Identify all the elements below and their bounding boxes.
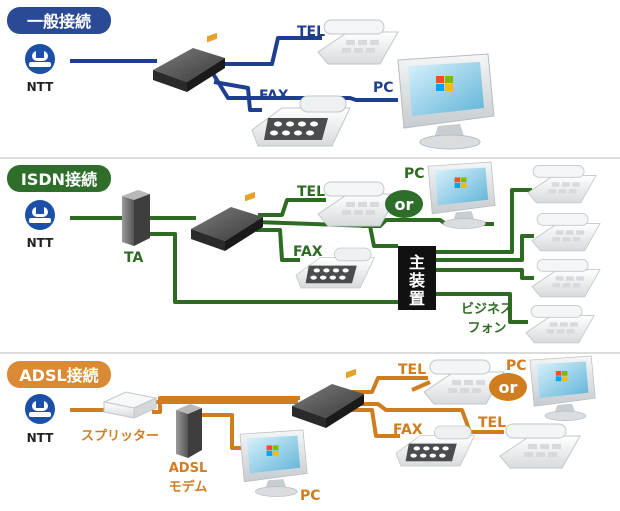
ntt-logo-icon [25,200,55,230]
fax-label-adsl: FAX [393,422,423,438]
or-label-isdn: or [395,195,414,214]
fax-icon [395,425,476,467]
telephone-icon [531,212,601,252]
main-unit-box [398,246,436,310]
fax-label-isdn: FAX [293,244,323,260]
section-title-isdn: ISDN接続 [21,170,97,189]
fax-icon [295,247,376,289]
business-phone-label-1: ビジネス [461,301,513,317]
ntt-logo-icon [25,44,55,74]
splitter-label: スプリッター [81,429,159,444]
telephone-icon [317,181,399,227]
pc-label-adsl-1: PC [300,488,321,504]
modem-icon [176,404,202,458]
ntt-logo-icon [25,394,55,424]
ntt-label-general: NTT [27,80,55,94]
modem-label-2: モデム [169,479,208,495]
pc-monitor-icon [529,355,596,421]
main-unit-label-1: 主 [409,253,425,272]
main-unit-label-2: 装 [408,271,425,290]
router-icon [292,368,364,428]
tel-label-general: TEL [297,24,325,40]
telephone-icon [499,423,581,469]
telephone-icon [423,359,505,405]
section-header-general: 一般接続 [7,7,111,34]
or-label-adsl: or [499,378,518,397]
splitter-icon [102,391,158,419]
ntt-label-isdn: NTT [27,236,55,250]
pc-monitor-icon [397,53,495,150]
pc-label-isdn: PC [404,166,425,182]
or-bubble-adsl: or [489,373,527,401]
tel-label-adsl-1: TEL [398,362,426,378]
pc-label-adsl-2: PC [506,358,527,374]
pc-monitor-icon [427,161,496,229]
section-title-general: 一般接続 [27,12,91,31]
main-unit-label-3: 置 [409,289,425,308]
telephone-icon [317,19,399,65]
ntt-label-adsl: NTT [27,431,55,445]
tel-label-adsl-2: TEL [478,415,506,431]
business-phone-label-2: フォン [467,321,506,336]
router-icon [191,191,263,251]
ta-label: TA [124,250,143,266]
telephone-icon [531,258,601,298]
adsl-connection-lines [70,376,504,450]
section-title-adsl: ADSL接続 [19,366,98,385]
fax-label-general: FAX [259,88,289,104]
fax-icon [251,95,351,147]
section-header-isdn: ISDN接続 [7,165,111,192]
or-bubble-isdn: or [385,190,423,218]
section-header-adsl: ADSL接続 [7,361,111,388]
terminal-adapter-icon [122,190,150,246]
pc-label-general: PC [373,80,394,96]
general-connection-lines [70,36,398,112]
router-icon [153,32,225,92]
telephone-icon [527,164,597,204]
tel-label-isdn: TEL [297,184,325,200]
telephone-icon [525,304,595,344]
pc-monitor-icon [239,429,308,497]
modem-label-1: ADSL [169,461,208,476]
